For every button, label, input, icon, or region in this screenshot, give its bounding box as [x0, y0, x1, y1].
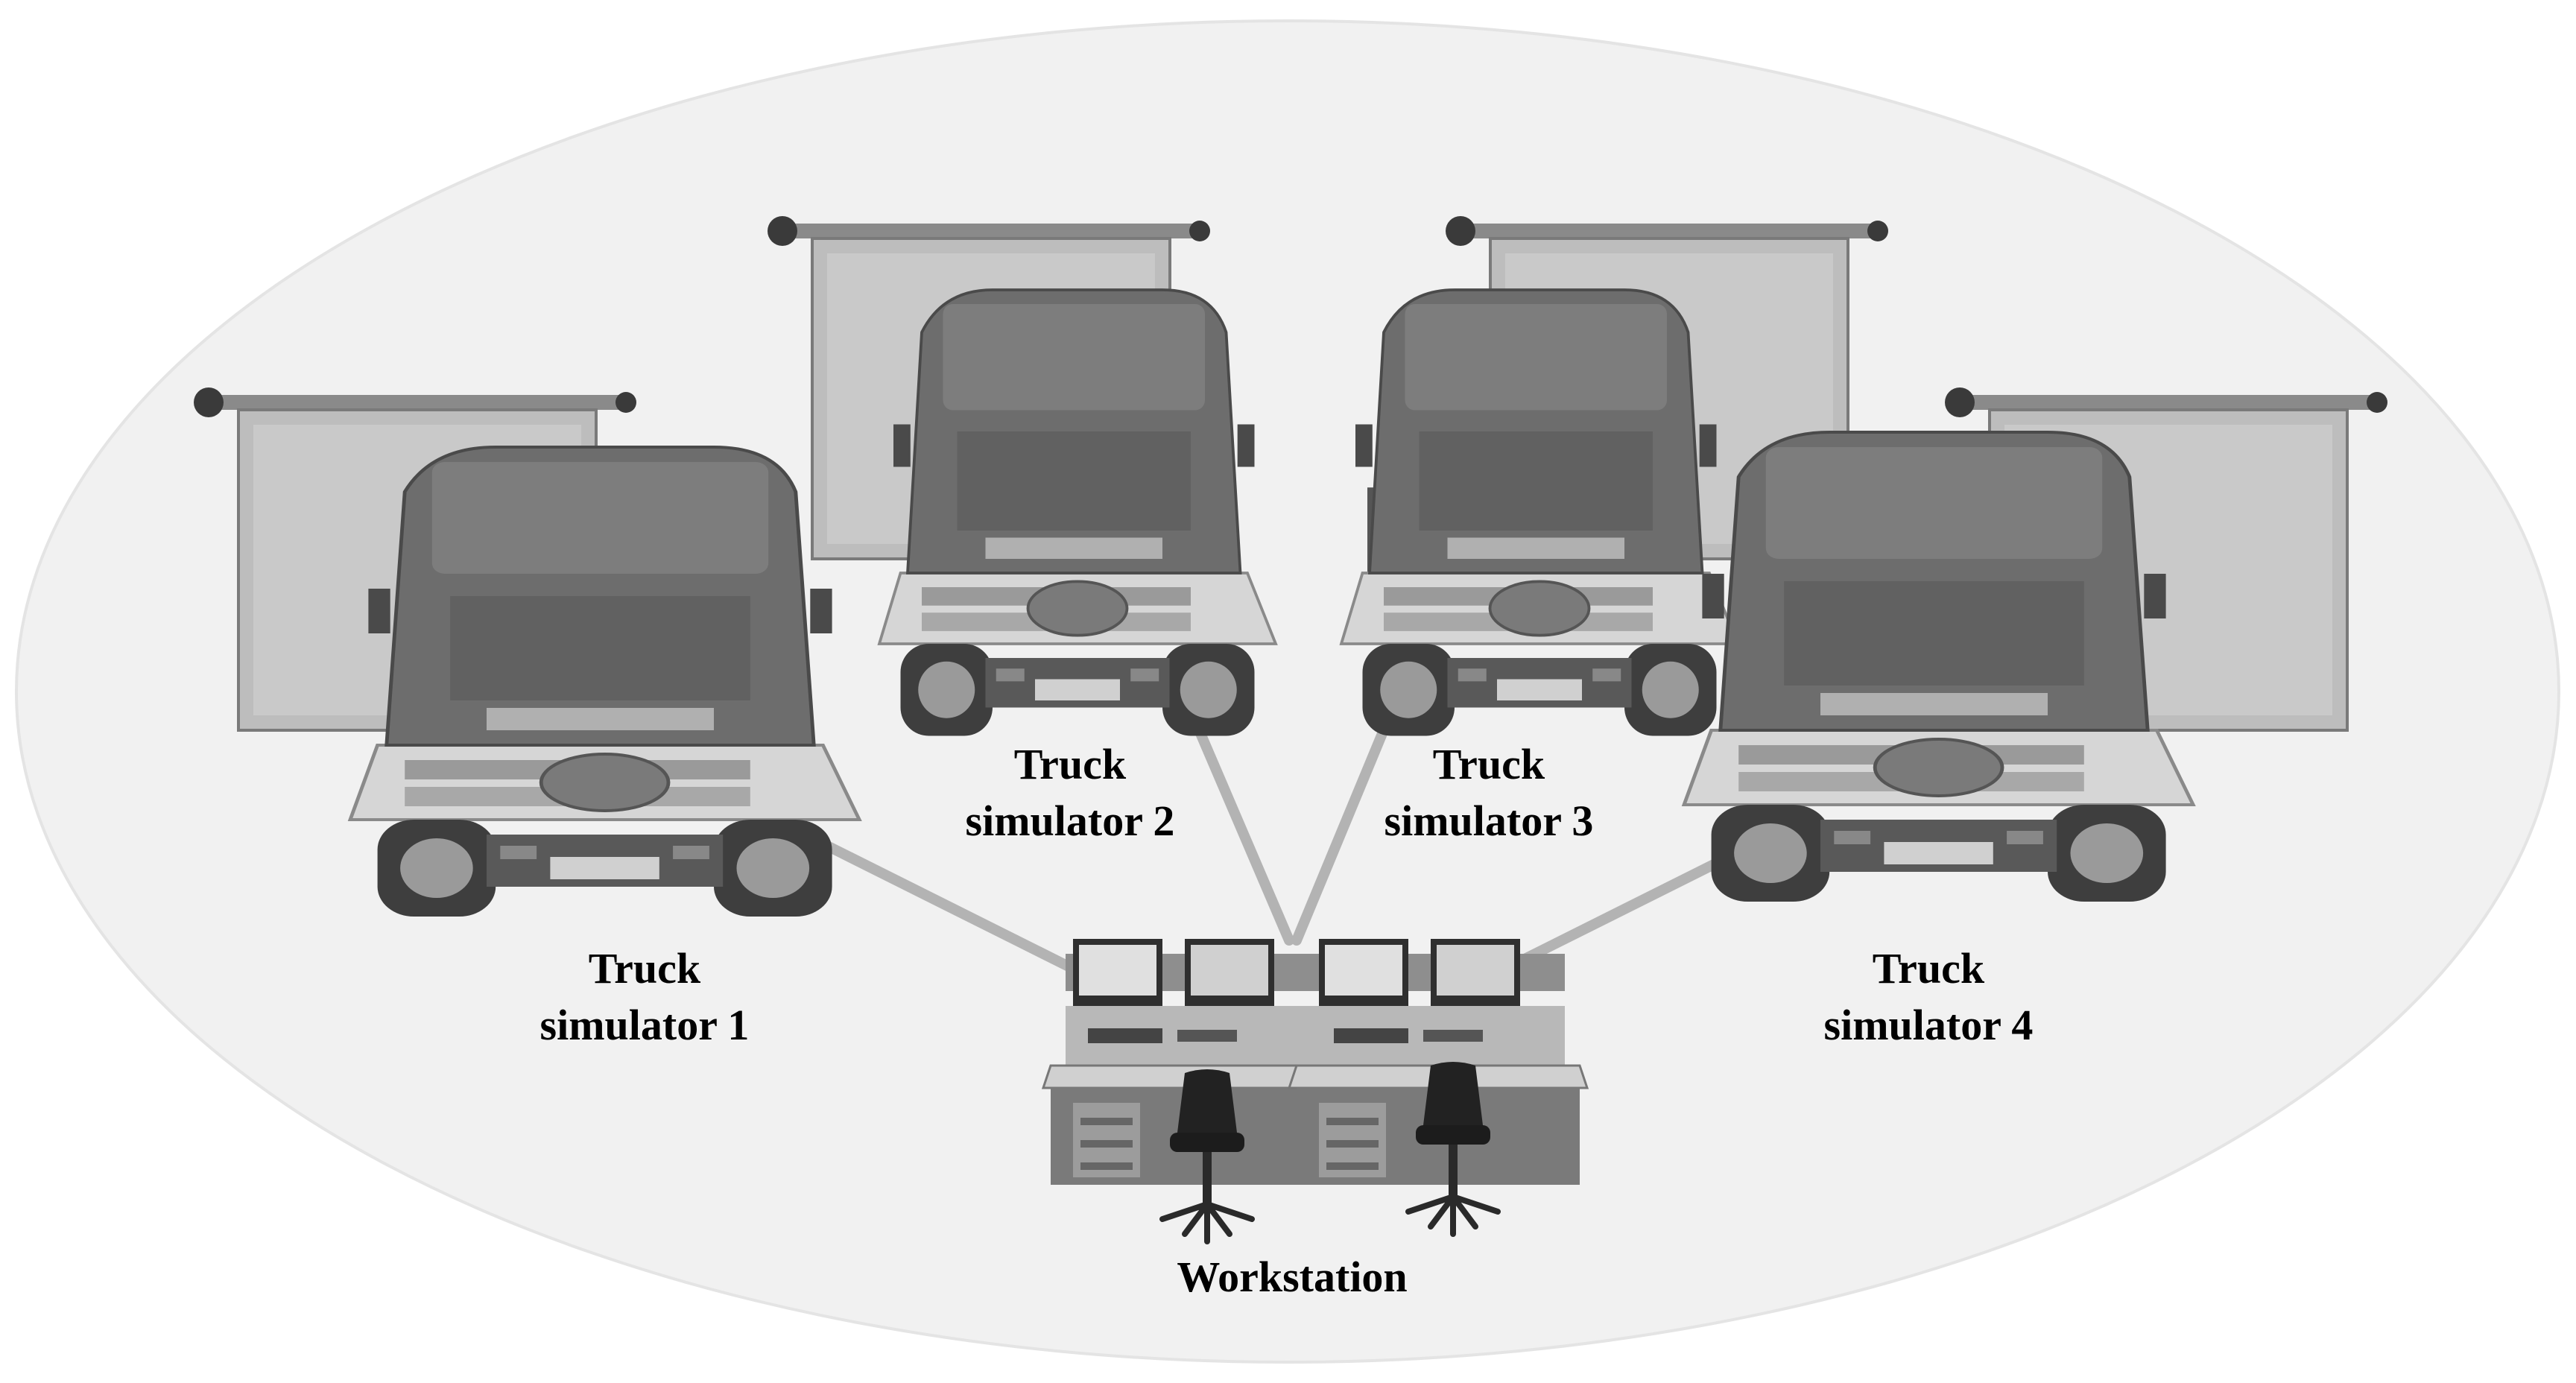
control-desk-icon: [1288, 937, 1589, 1186]
link-sim4: [1500, 841, 1756, 974]
background-ellipse: [15, 19, 2560, 1364]
label-line1: Truck: [1013, 740, 1127, 788]
label-line2: simulator 4: [1823, 1001, 2034, 1049]
label-line2: simulator 3: [1384, 797, 1594, 845]
truck-cab-icon: [1684, 432, 2193, 902]
label-line1: Truck: [1872, 944, 1985, 993]
label-line2: simulator 2: [965, 797, 1175, 845]
label-truck-simulator-1: Truck simulator 1: [540, 940, 750, 1054]
label-truck-simulator-4: Truck simulator 4: [1824, 940, 2034, 1054]
label-line1: Truck: [588, 944, 701, 993]
label-line2: simulator 1: [539, 1001, 750, 1049]
truck-cab-icon: [878, 288, 1277, 738]
label-workstation-text: Workstation: [1177, 1253, 1408, 1301]
label-truck-simulator-3: Truck simulator 3: [1384, 736, 1594, 849]
link-sim1: [822, 841, 1078, 974]
truck-cab-icon: [1340, 288, 1739, 738]
label-line1: Truck: [1432, 740, 1545, 788]
truck-cab-icon: [350, 447, 859, 917]
label-workstation: Workstation: [1177, 1249, 1407, 1306]
label-truck-simulator-2: Truck simulator 2: [966, 736, 1175, 849]
